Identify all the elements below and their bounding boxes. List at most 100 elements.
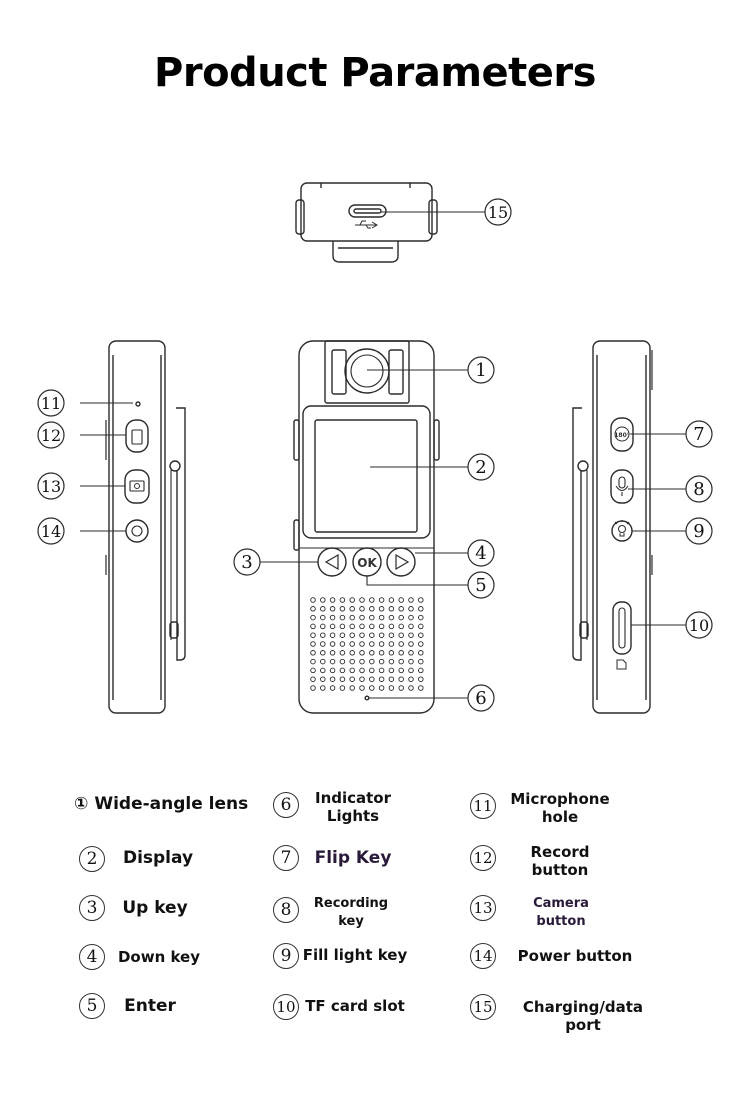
callout-4: 4 <box>467 539 495 567</box>
ok-label: OK <box>357 556 377 570</box>
callout-number: 2 <box>475 457 486 478</box>
callout-13: 13 <box>37 472 65 500</box>
legend-number: 11 <box>470 793 496 819</box>
legend-number: 4 <box>79 944 105 970</box>
callout-number: 12 <box>41 426 61 445</box>
legend-number-4: 4 <box>79 944 105 970</box>
callout-number: 14 <box>41 522 61 541</box>
legend-label: Down key <box>117 948 201 966</box>
callout-11: 11 <box>37 389 65 417</box>
display-screen <box>314 419 418 533</box>
legend-label: Charging/data port <box>522 998 644 1034</box>
page-title: Product Parameters <box>154 50 596 96</box>
callout-14: 14 <box>37 517 65 545</box>
legend-number: ① <box>74 794 89 814</box>
leader-lines <box>80 211 686 699</box>
legend-number: 15 <box>470 994 496 1020</box>
legend-number: 12 <box>470 845 496 871</box>
callout-number: 8 <box>693 479 704 500</box>
legend-label: Record button <box>530 843 590 879</box>
callout-10: 10 <box>685 611 713 639</box>
microphone-icon <box>618 476 626 489</box>
legend-number-5: 5 <box>79 993 105 1019</box>
bulb-icon <box>618 525 626 533</box>
fill-light-key <box>611 520 633 542</box>
callout-2: 2 <box>467 453 495 481</box>
callout-15: 15 <box>484 198 512 226</box>
legend-label: Display <box>122 848 194 868</box>
legend-label: Power button <box>517 947 633 965</box>
legend-number-11: 11 <box>470 793 496 819</box>
callout-12: 12 <box>37 421 65 449</box>
record-icon <box>131 429 143 445</box>
legend-label: Recording key <box>313 896 389 929</box>
indicator-light <box>364 695 370 701</box>
legend-label: Up key <box>122 898 188 918</box>
legend-label: Camera button <box>533 896 589 929</box>
callout-number: 10 <box>689 616 709 635</box>
legend-number-6: 6 <box>273 792 299 818</box>
power-button <box>125 519 149 543</box>
camera-button <box>124 469 150 504</box>
record-button <box>125 419 149 453</box>
legend-label: ① Wide-angle lens <box>74 795 254 813</box>
callout-number: 9 <box>693 521 704 542</box>
callout-1: 1 <box>467 356 495 384</box>
legend-number: 7 <box>273 845 299 871</box>
wide-angle-lens <box>344 348 390 394</box>
tf-card-slot <box>612 601 632 655</box>
callout-8: 8 <box>685 475 713 503</box>
legend-number-9: 9 <box>273 943 299 969</box>
callout-number: 6 <box>475 688 486 709</box>
callout-number: 1 <box>475 360 486 381</box>
legend-label: Flip Key <box>314 848 392 868</box>
callout-number: 7 <box>693 424 704 445</box>
flip-icon <box>614 426 630 442</box>
legend-number-10: 10 <box>273 994 299 1020</box>
device-top-view <box>295 182 438 263</box>
legend-number: 13 <box>470 895 496 921</box>
callout-3: 3 <box>233 548 261 576</box>
flip-icon-label: 180° <box>614 432 630 439</box>
callout-9: 9 <box>685 517 713 545</box>
legend-number-14: 14 <box>470 943 496 969</box>
device-right-side-view <box>572 340 653 714</box>
legend-number: 8 <box>273 897 299 923</box>
legend-number-7: 7 <box>273 845 299 871</box>
up-key <box>317 547 347 577</box>
recording-key <box>610 469 634 504</box>
legend-number: 5 <box>79 993 105 1019</box>
device-front-view <box>293 340 440 714</box>
legend-number-13: 13 <box>470 895 496 921</box>
usb-icon <box>355 220 378 229</box>
legend-label: TF card slot <box>305 997 405 1015</box>
legend-number-3: 3 <box>79 895 105 921</box>
usb-c-port <box>348 204 387 218</box>
down-key <box>386 547 416 577</box>
callout-5: 5 <box>467 571 495 599</box>
sd-card-icon <box>616 659 627 670</box>
legend-text: Wide-angle lens <box>94 794 249 814</box>
legend-number-2: 2 <box>79 846 105 872</box>
callout-7: 7 <box>685 420 713 448</box>
legend-number: 9 <box>273 943 299 969</box>
legend-number-8: 8 <box>273 897 299 923</box>
legend-number-15: 15 <box>470 994 496 1020</box>
camera-icon <box>129 480 145 492</box>
legend-label: Fill light key <box>302 946 408 964</box>
legend-label: Enter <box>124 996 176 1016</box>
device-left-side-view <box>105 340 186 714</box>
microphone-hole <box>135 401 141 407</box>
legend-label: Microphone hole <box>510 790 610 826</box>
legend-number-12: 12 <box>470 845 496 871</box>
legend-number: 10 <box>273 994 299 1020</box>
legend-number: 14 <box>470 943 496 969</box>
callout-number: 3 <box>241 552 252 573</box>
callout-number: 4 <box>475 543 486 564</box>
callout-number: 13 <box>41 477 61 496</box>
speaker-grille <box>310 597 424 691</box>
legend-number: 6 <box>273 792 299 818</box>
legend-number: 2 <box>79 846 105 872</box>
